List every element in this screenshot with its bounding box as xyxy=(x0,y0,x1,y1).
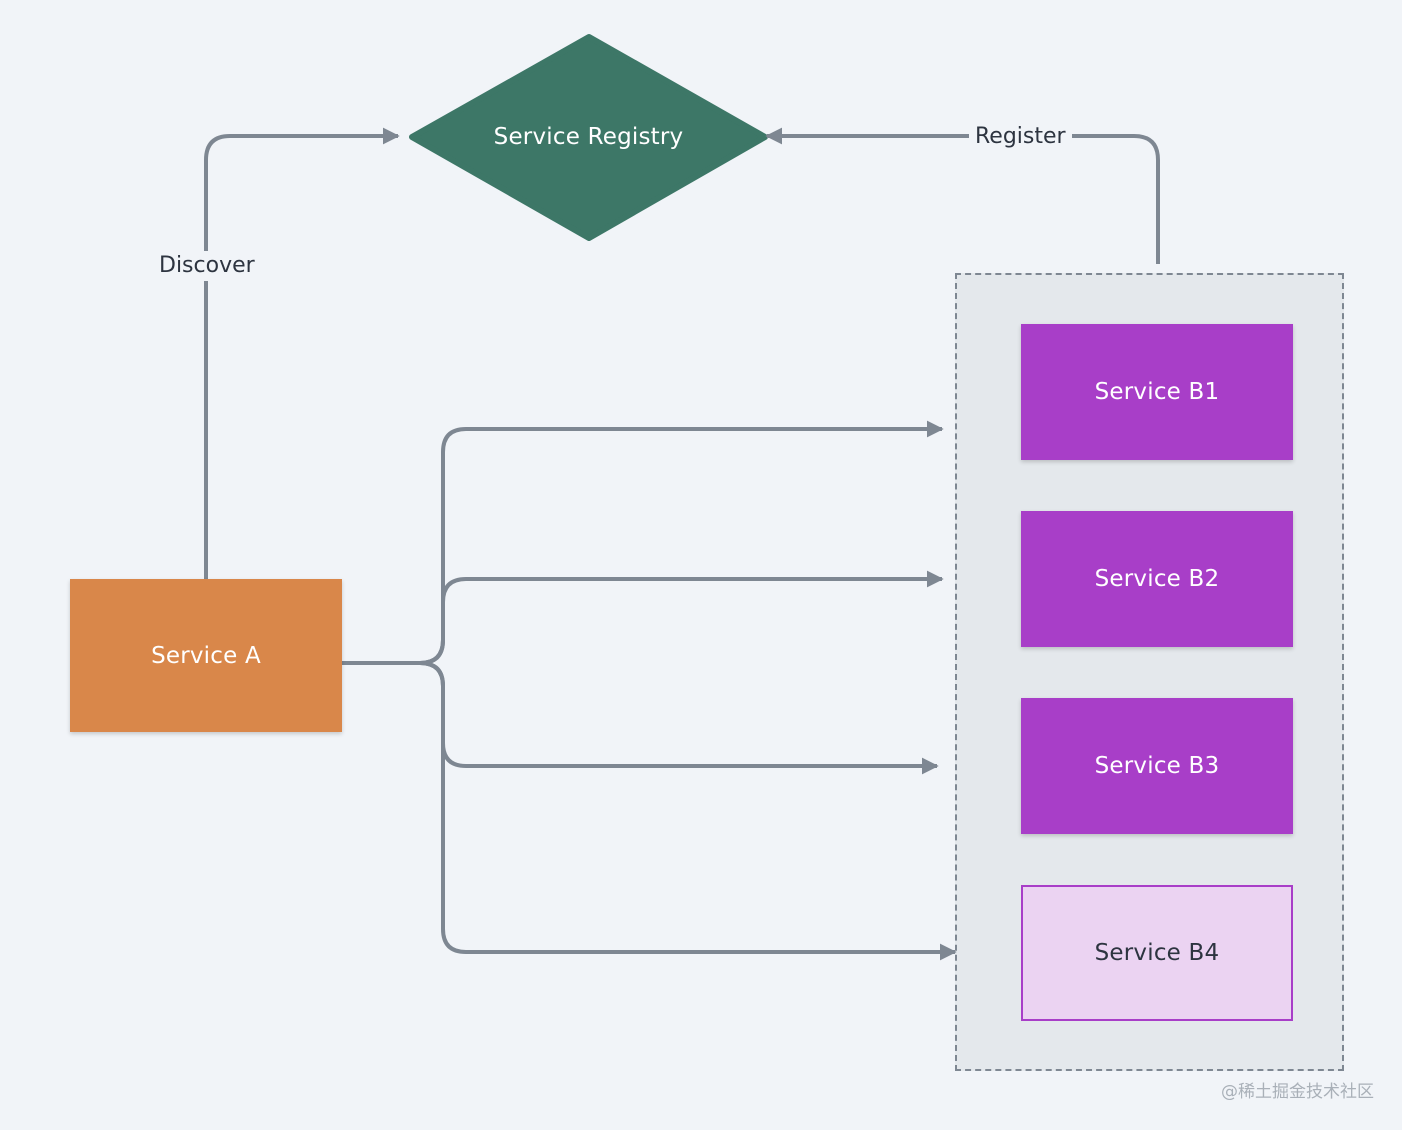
register-edge xyxy=(765,127,1160,264)
service-registry-node[interactable] xyxy=(409,34,768,241)
service-b2-node[interactable]: Service B2 xyxy=(1021,511,1293,647)
discover-edge xyxy=(204,127,400,579)
call-edge-b2 xyxy=(342,570,944,665)
service-b1-node[interactable]: Service B1 xyxy=(1021,324,1293,460)
call-edge-b3 xyxy=(342,661,939,775)
call-edge-b1 xyxy=(342,420,944,665)
service-registry-label: Service Registry xyxy=(493,124,684,150)
watermark: @稀土掘金技术社区 xyxy=(1221,1082,1374,1102)
service-b3-node[interactable]: Service B3 xyxy=(1021,698,1293,834)
service-b3-label: Service B3 xyxy=(1094,753,1220,779)
service-b4-node[interactable]: Service B4 xyxy=(1021,885,1293,1021)
service-b4-label: Service B4 xyxy=(1094,940,1220,966)
service-b1-label: Service B1 xyxy=(1094,379,1220,405)
service-a-label: Service A xyxy=(151,642,261,669)
discover-label: Discover xyxy=(153,251,261,281)
service-b2-label: Service B2 xyxy=(1094,566,1220,592)
service-a-node[interactable]: Service A xyxy=(70,579,342,732)
call-edge-b4 xyxy=(342,661,957,961)
register-label: Register xyxy=(969,122,1072,152)
